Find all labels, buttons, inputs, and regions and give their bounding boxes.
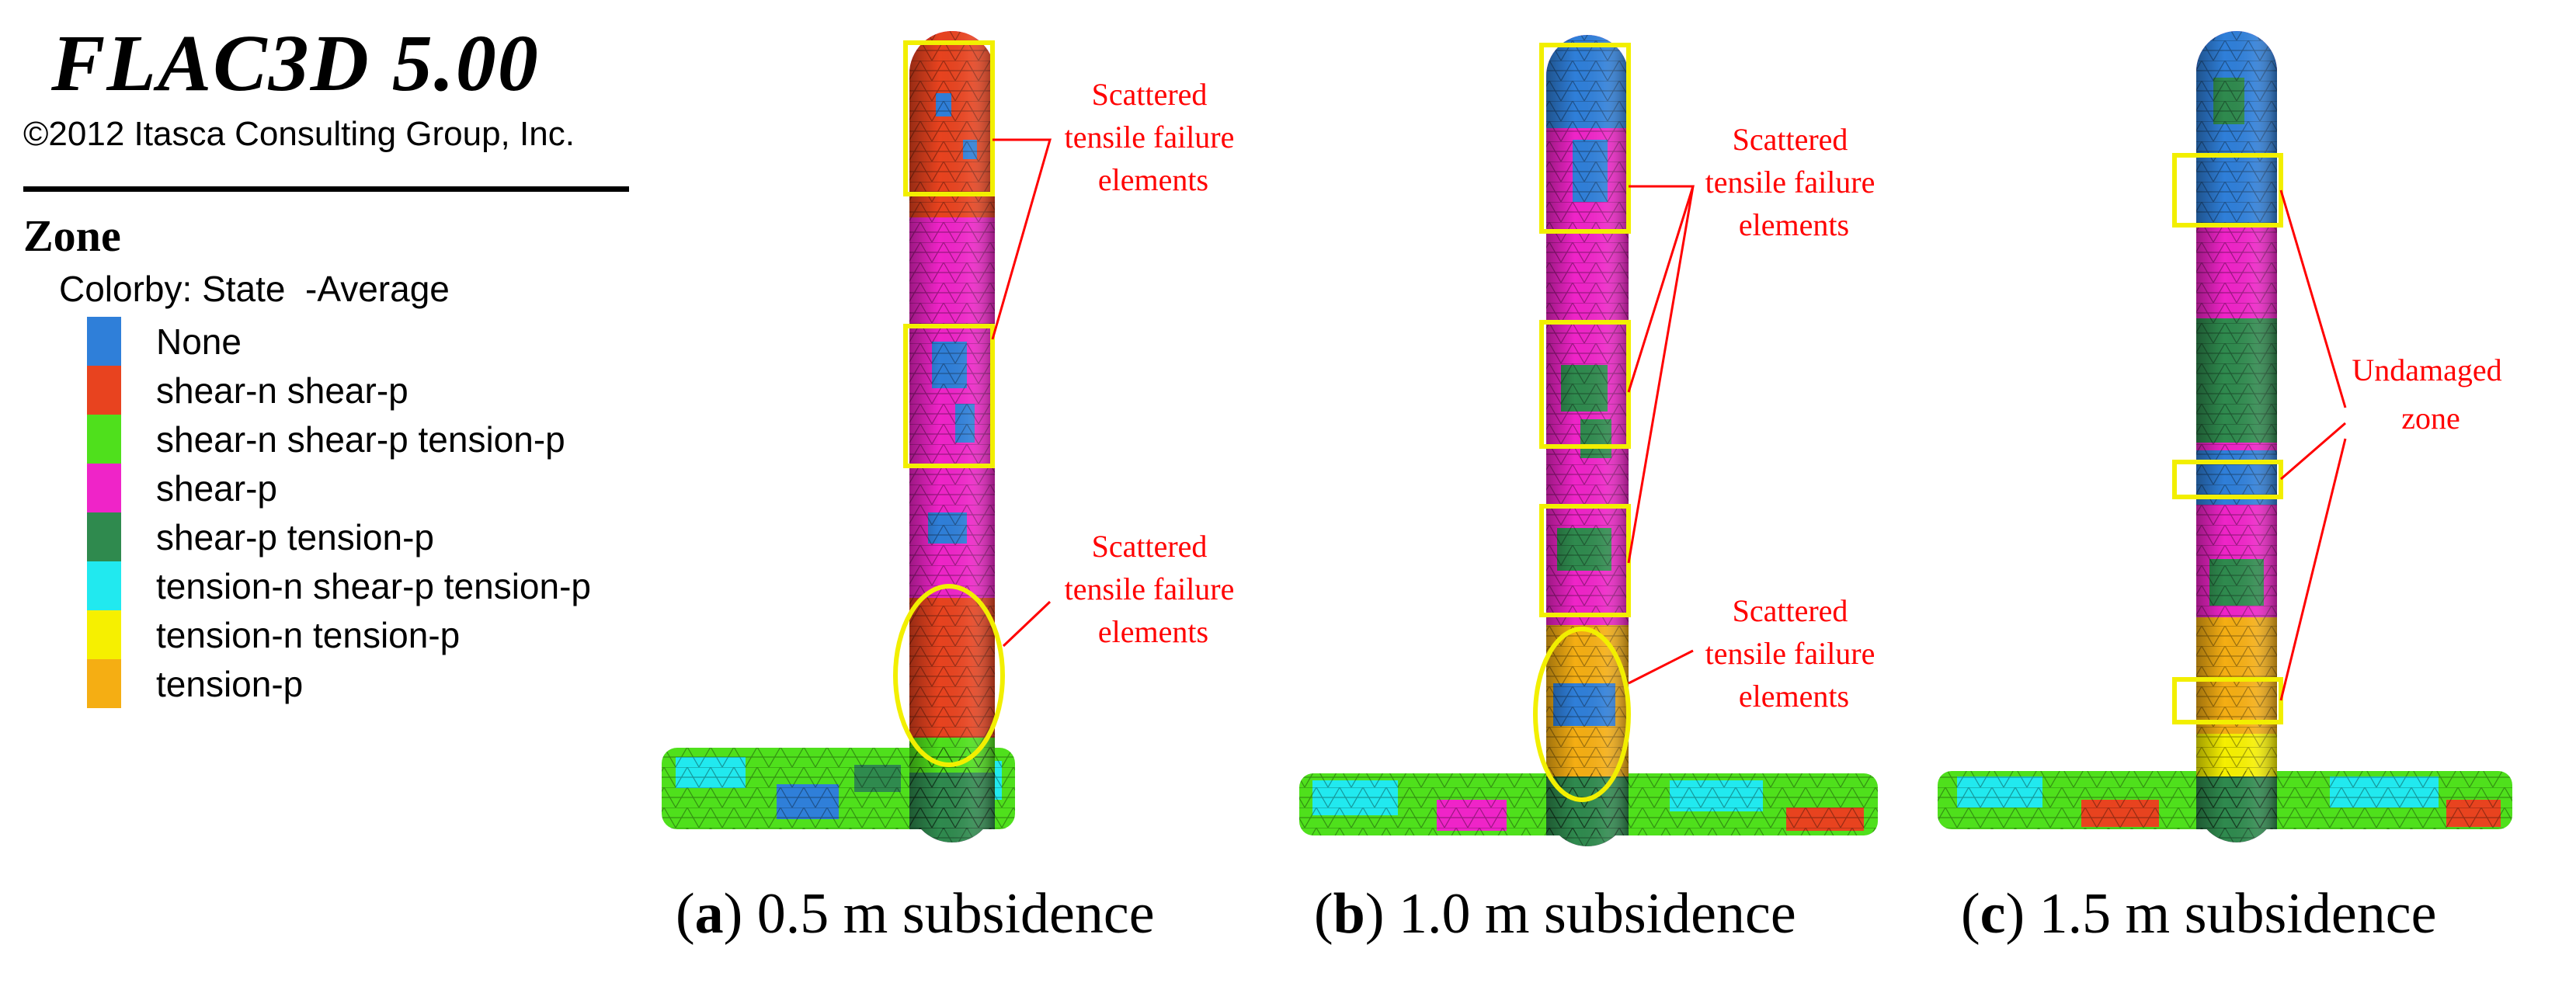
annotation-line: elements — [1739, 679, 1849, 714]
annotation-line: Scattered — [1733, 122, 1848, 157]
annotation-line: tensile failure — [1065, 571, 1235, 606]
legend-item-tension-n-tension-p: tension-n tension-p — [87, 610, 591, 659]
caption-c: (c) 1.5 m subsidence — [1961, 882, 2437, 946]
legend-item-tension-n-shear-p-tension-p: tension-n shear-p tension-p — [87, 561, 591, 610]
state-legend-list: None shear-n shear-p shear-n shear-p ten… — [87, 317, 591, 708]
legend-item-shear-p: shear-p — [87, 464, 591, 512]
legend-swatch — [87, 610, 121, 659]
annotation-line: Undamaged — [2352, 353, 2501, 387]
caption-letter: b — [1333, 882, 1365, 946]
leader-line — [1628, 649, 1694, 685]
legend-swatch — [87, 561, 121, 610]
legend-swatch — [87, 317, 121, 366]
highlight-box — [1539, 320, 1631, 449]
legend-item-shear-p-tension-p: shear-p tension-p — [87, 512, 591, 561]
annotation-scattered-tensile-a-upper: Scattered tensile failure elements — [1065, 77, 1243, 197]
caption-text: ) 0.5 m subsidence — [723, 882, 1155, 946]
leader-line — [2280, 422, 2346, 481]
legend-swatch — [87, 366, 121, 415]
legend-item-none: None — [87, 317, 591, 366]
annotation-undamaged-zone-c: Undamaged zone — [2352, 353, 2509, 436]
caption-text: ) 1.0 m subsidence — [1364, 882, 1796, 946]
legend-label: tension-p — [156, 663, 304, 704]
legend-label: shear-n shear-p — [156, 370, 408, 411]
leader-line — [2279, 189, 2347, 408]
highlight-box — [2172, 677, 2283, 724]
annotation-line: tensile failure — [1065, 120, 1235, 155]
annotation-line: elements — [1098, 162, 1208, 197]
caption-text: ) 1.5 m subsidence — [2005, 882, 2437, 946]
leader-line — [1627, 186, 1695, 564]
zone-heading: Zone — [23, 210, 121, 261]
legend-swatch — [87, 659, 121, 708]
legend-item-shear-n-shear-p-tension-p: shear-n shear-p tension-p — [87, 415, 591, 464]
annotation-line: tensile failure — [1705, 636, 1876, 671]
colorby-label: Colorby: State -Average — [59, 269, 450, 309]
legend-label: shear-p — [156, 467, 277, 509]
leader-line — [991, 138, 1052, 340]
annotation-line: elements — [1098, 614, 1208, 649]
annotation-line: Scattered — [1092, 77, 1208, 112]
legend-swatch — [87, 464, 121, 512]
legend-label: tension-n shear-p tension-p — [156, 565, 591, 606]
legend-label: shear-p tension-p — [156, 516, 434, 557]
leader-line — [1002, 600, 1052, 648]
highlight-box — [903, 324, 995, 468]
leader-line — [2279, 438, 2347, 701]
highlight-box — [2172, 460, 2283, 499]
caption-letter: c — [1980, 882, 2006, 946]
copyright-notice: ©2012 Itasca Consulting Group, Inc. — [23, 115, 575, 153]
highlight-ellipse — [893, 584, 1005, 767]
caption-a: (a) 0.5 m subsidence — [676, 882, 1155, 946]
caption-b: (b) 1.0 m subsidence — [1314, 882, 1796, 946]
legend-label: shear-n shear-p tension-p — [156, 419, 565, 460]
software-title: FLAC3D 5.00 — [51, 19, 540, 108]
annotation-line: Scattered — [1733, 593, 1848, 628]
annotation-scattered-tensile-a-lower: Scattered tensile failure elements — [1065, 529, 1243, 649]
annotation-line: tensile failure — [1705, 165, 1876, 200]
legend-item-shear-n-shear-p: shear-n shear-p — [87, 366, 591, 415]
highlight-box — [903, 40, 995, 196]
legend-divider — [23, 186, 629, 192]
annotation-line: elements — [1739, 207, 1849, 242]
annotation-scattered-tensile-b-lower: Scattered tensile failure elements — [1705, 593, 1883, 714]
annotation-line: Scattered — [1092, 529, 1208, 564]
leader-line — [1627, 185, 1695, 393]
annotation-line: zone — [2401, 401, 2460, 436]
caption-letter: a — [694, 882, 724, 946]
model-b-geometry: Scattered tensile failure elements Scatt… — [1299, 35, 1883, 846]
model-c-geometry: Undamaged zone — [1938, 31, 2512, 842]
model-legend: FLAC3D 5.00 ©2012 Itasca Consulting Grou… — [0, 0, 645, 776]
legend-label: None — [156, 321, 242, 362]
highlight-box — [1539, 43, 1631, 234]
legend-swatch — [87, 512, 121, 561]
legend-swatch — [87, 415, 121, 464]
legend-label: tension-n tension-p — [156, 614, 461, 655]
highlight-ellipse — [1533, 627, 1631, 802]
annotation-scattered-tensile-b-upper: Scattered tensile failure elements — [1705, 122, 1883, 242]
model-a-geometry: Scattered tensile failure elements Scatt… — [662, 31, 1243, 842]
legend-item-tension-p: tension-p — [87, 659, 591, 708]
